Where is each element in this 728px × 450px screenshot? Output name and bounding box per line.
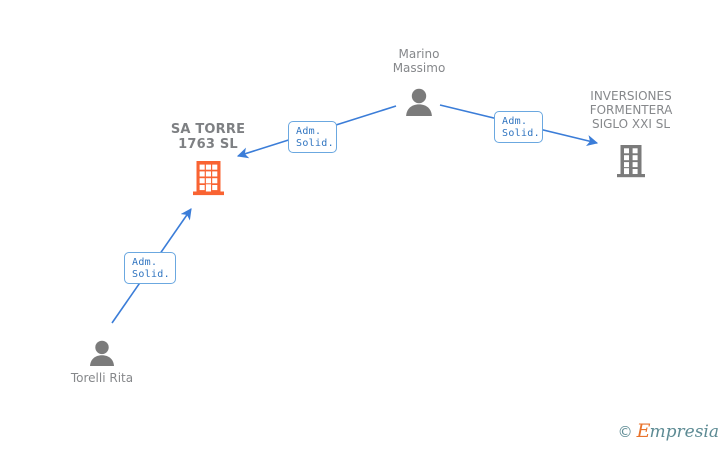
building-icon[interactable] (616, 144, 646, 182)
node-label-sa-torre: SA TORRE 1763 SL (170, 122, 246, 152)
watermark-brand-initial: E (636, 420, 651, 442)
node-label-marino-massimo: Marino Massimo (392, 47, 446, 75)
person-icon[interactable] (404, 88, 434, 120)
relation-box-adm-solid[interactable]: Adm. Solid. (494, 111, 543, 143)
building-icon[interactable] (192, 160, 225, 200)
copyright-icon: © (617, 423, 633, 441)
relation-box-adm-solid[interactable]: Adm. Solid. (124, 252, 176, 284)
person-icon[interactable] (88, 340, 116, 370)
node-label-inversiones-formentera: INVERSIONES FORMENTERA SIGLO XXI SL (589, 89, 673, 131)
node-label-torelli-rita: Torelli Rita (70, 371, 134, 385)
relation-box-adm-solid[interactable]: Adm. Solid. (288, 121, 337, 153)
watermark-empresia: © E mpresia (617, 420, 720, 442)
watermark-brand-rest: mpresia (649, 422, 720, 442)
